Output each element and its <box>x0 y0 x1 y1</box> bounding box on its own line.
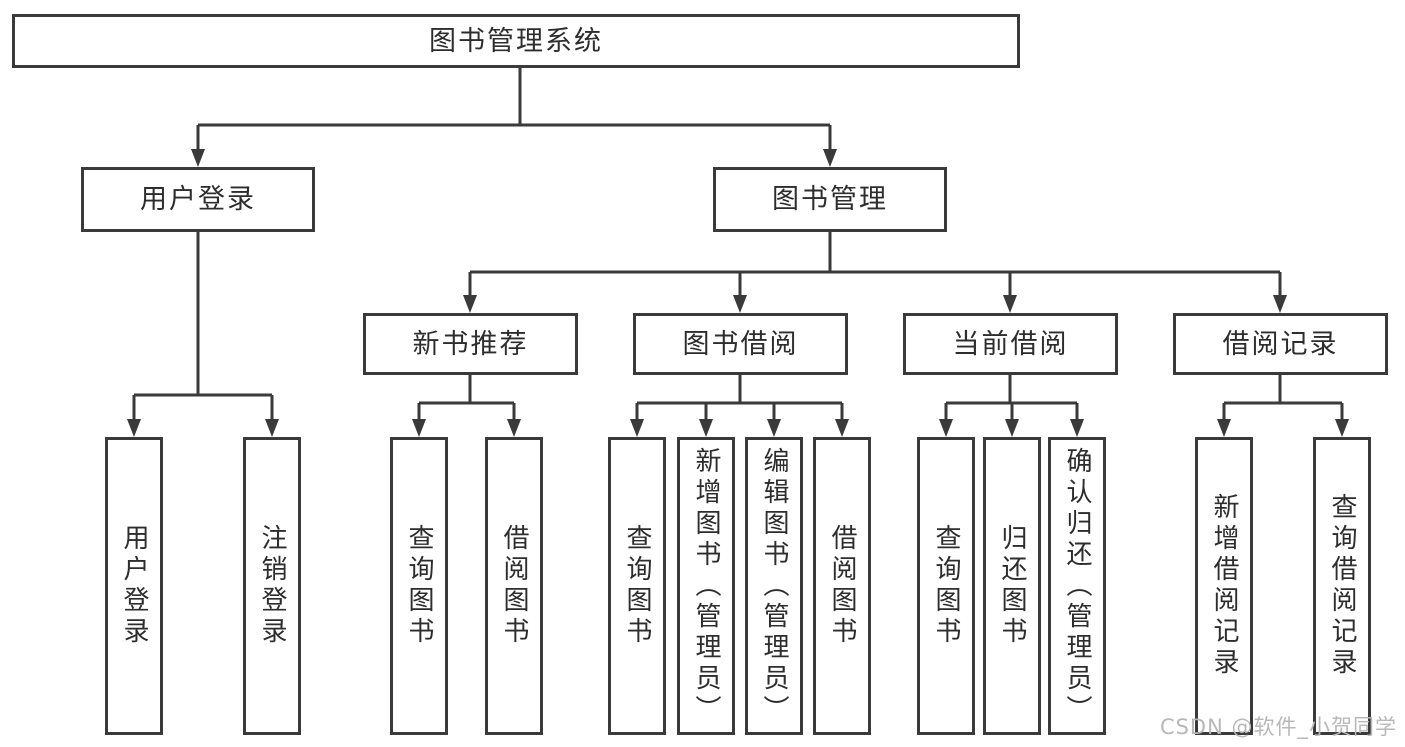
leaf-borrow-books-2: 借阅图书 <box>813 437 871 735</box>
leaf-label: 编辑图书（管理员） <box>759 446 789 726</box>
connector-bookborrow-to-leaves <box>635 375 844 421</box>
node-label: 当前借阅 <box>952 328 1069 360</box>
arrowhead <box>127 419 141 437</box>
leaf-label: 借阅图书 <box>499 524 529 648</box>
node-book-management: 图书管理 <box>713 167 947 232</box>
node-label: 用户登录 <box>140 184 256 215</box>
leaf-label: 新增借阅记录 <box>1209 493 1239 679</box>
connector-root-to-level2 <box>196 68 832 151</box>
node-label: 图书管理系统 <box>429 25 603 57</box>
leaf-query-books-1: 查询图书 <box>390 437 448 735</box>
arrowhead <box>1217 419 1231 437</box>
arrowhead <box>1273 295 1287 313</box>
node-label: 新书推荐 <box>412 328 529 360</box>
leaf-label: 查询借阅记录 <box>1327 493 1357 679</box>
leaf-add-borrow-record: 新增借阅记录 <box>1195 437 1253 735</box>
leaf-label: 确认归还（管理员） <box>1062 446 1092 726</box>
node-library-management-system: 图书管理系统 <box>12 14 1020 68</box>
arrowhead <box>767 419 781 437</box>
leaf-label: 查询图书 <box>622 524 652 648</box>
leaf-label: 查询图书 <box>404 524 434 648</box>
leaf-label: 新增图书（管理员） <box>691 446 721 726</box>
arrowhead <box>1005 419 1019 437</box>
csdn-watermark: CSDN @软件_小贺同学 <box>1159 715 1397 739</box>
connector-newbooks-to-leaves <box>417 375 516 421</box>
node-book-borrow: 图书借阅 <box>633 313 848 375</box>
leaf-label: 注销登录 <box>257 524 287 648</box>
arrowhead <box>507 419 521 437</box>
node-user-login: 用户登录 <box>81 167 315 232</box>
leaf-borrow-books-1: 借阅图书 <box>485 437 543 735</box>
leaf-user-login: 用户登录 <box>105 437 163 735</box>
leaf-label: 归还图书 <box>997 524 1027 648</box>
arrowhead <box>412 419 426 437</box>
arrowhead <box>733 295 747 313</box>
leaf-add-books-admin: 新增图书（管理员） <box>677 437 735 735</box>
arrowhead <box>191 149 205 167</box>
arrowhead <box>630 419 644 437</box>
arrowhead <box>1335 419 1349 437</box>
leaf-edit-books-admin: 编辑图书（管理员） <box>745 437 803 735</box>
leaf-query-books-2: 查询图书 <box>608 437 666 735</box>
node-label: 图书借阅 <box>682 328 799 360</box>
arrowhead <box>699 419 713 437</box>
node-new-book-recommend: 新书推荐 <box>363 313 578 375</box>
node-label: 图书管理 <box>772 184 888 215</box>
leaf-logout: 注销登录 <box>243 437 301 735</box>
connector-records-to-leaves <box>1222 375 1344 421</box>
arrowhead <box>823 149 837 167</box>
arrowhead <box>463 295 477 313</box>
leaf-confirm-return-admin: 确认归还（管理员） <box>1048 437 1106 735</box>
node-borrow-records: 借阅记录 <box>1173 313 1388 375</box>
connector-bookmgmt-to-level3 <box>468 232 1282 297</box>
connector-userlogin-to-leaves <box>132 232 274 421</box>
arrowhead <box>939 419 953 437</box>
connector-currentborrow-to-leaves <box>944 375 1079 421</box>
arrowhead <box>1003 295 1017 313</box>
arrowhead <box>1070 419 1084 437</box>
leaf-query-borrow-record: 查询借阅记录 <box>1313 437 1371 735</box>
arrowhead <box>835 419 849 437</box>
leaf-label: 借阅图书 <box>827 524 857 648</box>
node-current-borrow: 当前借阅 <box>903 313 1118 375</box>
leaf-return-books: 归还图书 <box>983 437 1041 735</box>
node-label: 借阅记录 <box>1222 328 1339 360</box>
leaf-label: 查询图书 <box>931 524 961 648</box>
leaf-query-books-3: 查询图书 <box>917 437 975 735</box>
arrowheads <box>127 149 1349 437</box>
leaf-label: 用户登录 <box>119 524 149 648</box>
arrowhead <box>265 419 279 437</box>
